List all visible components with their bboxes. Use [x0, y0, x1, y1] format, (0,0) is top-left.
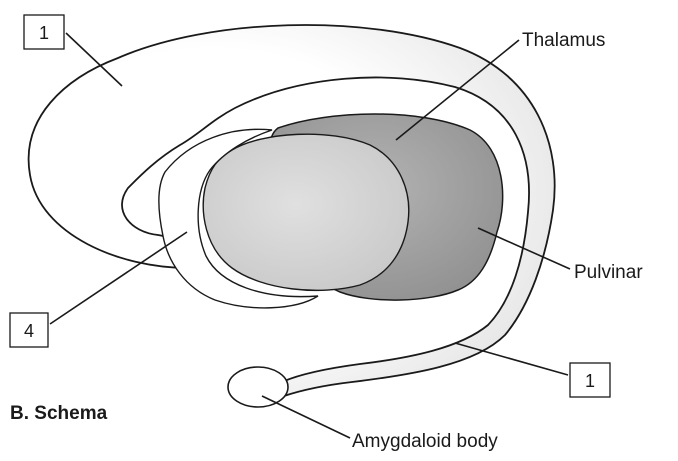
amygdaloid-body — [228, 367, 288, 407]
number-box-4: 4 — [10, 313, 48, 347]
number-box-1-bottom: 1 — [570, 363, 610, 397]
label-pulvinar: Pulvinar — [574, 262, 643, 283]
number-box-1-top: 1 — [24, 15, 64, 49]
number-box-1-bottom-label: 1 — [585, 371, 595, 391]
label-thalamus: Thalamus — [522, 30, 605, 51]
number-box-4-label: 4 — [24, 321, 34, 341]
lentiform-nucleus — [203, 134, 408, 290]
leader-line-amygdaloid — [262, 396, 350, 438]
figure-caption: B. Schema — [10, 403, 108, 424]
number-box-1-top-label: 1 — [39, 23, 49, 43]
label-amygdaloid-body: Amygdaloid body — [352, 431, 498, 452]
leader-line-1-bottom — [455, 343, 568, 375]
